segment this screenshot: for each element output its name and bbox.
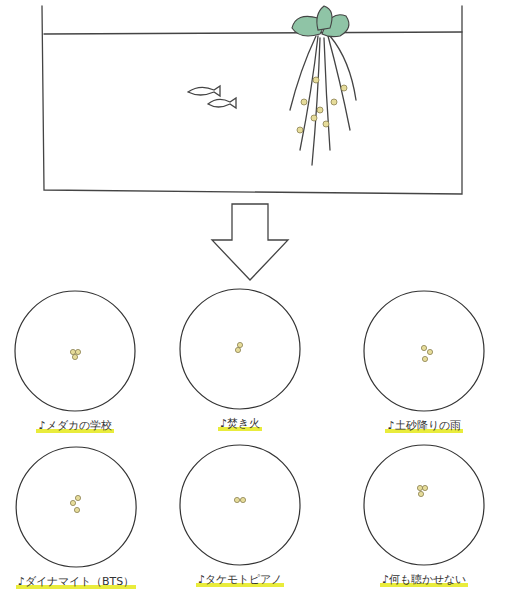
water-line (44, 32, 462, 34)
root (324, 38, 330, 150)
root (328, 36, 350, 130)
petri-dish: ♪何も聴かせない (363, 444, 485, 582)
dish-outline (179, 288, 301, 410)
dish-circle (180, 445, 300, 565)
down-arrow (212, 204, 288, 280)
dish-circle (180, 289, 300, 409)
dish-outline (14, 290, 136, 412)
petri-dish: ♪タケモトピアノ (179, 444, 301, 582)
song-label: ♪ダイナマイト（BTS） (16, 575, 136, 589)
petri-dish: ♪メダカの学校 (14, 290, 136, 428)
dish-circle (15, 291, 135, 411)
song-label: ♪何も聴かせない (380, 573, 468, 587)
dish-outline (14, 446, 138, 568)
root (330, 36, 356, 100)
dish-outline (179, 444, 301, 566)
song-label: ♪土砂降りの雨 (385, 419, 462, 433)
dish-circle (16, 447, 136, 567)
song-label: ♪メダカの学校 (36, 419, 113, 433)
root (312, 38, 320, 165)
leaf (317, 6, 332, 30)
dish-outline (363, 444, 485, 566)
fish (208, 98, 236, 108)
dish-circle (364, 445, 484, 565)
petri-dish: ♪土砂降りの雨 (363, 290, 485, 428)
dish-circle (364, 291, 484, 411)
song-label: ♪タケモトピアノ (196, 573, 284, 587)
tank-wall (42, 6, 462, 194)
dish-outline (363, 290, 485, 412)
root (290, 36, 316, 110)
dish-eggs (70, 342, 432, 512)
song-label: ♪焚き火 (218, 417, 262, 431)
petri-dish: ♪焚き火 (179, 288, 301, 426)
egg-group (297, 77, 347, 133)
petri-dish: ♪ダイナマイト（BTS） (14, 446, 138, 584)
fish (188, 86, 220, 96)
